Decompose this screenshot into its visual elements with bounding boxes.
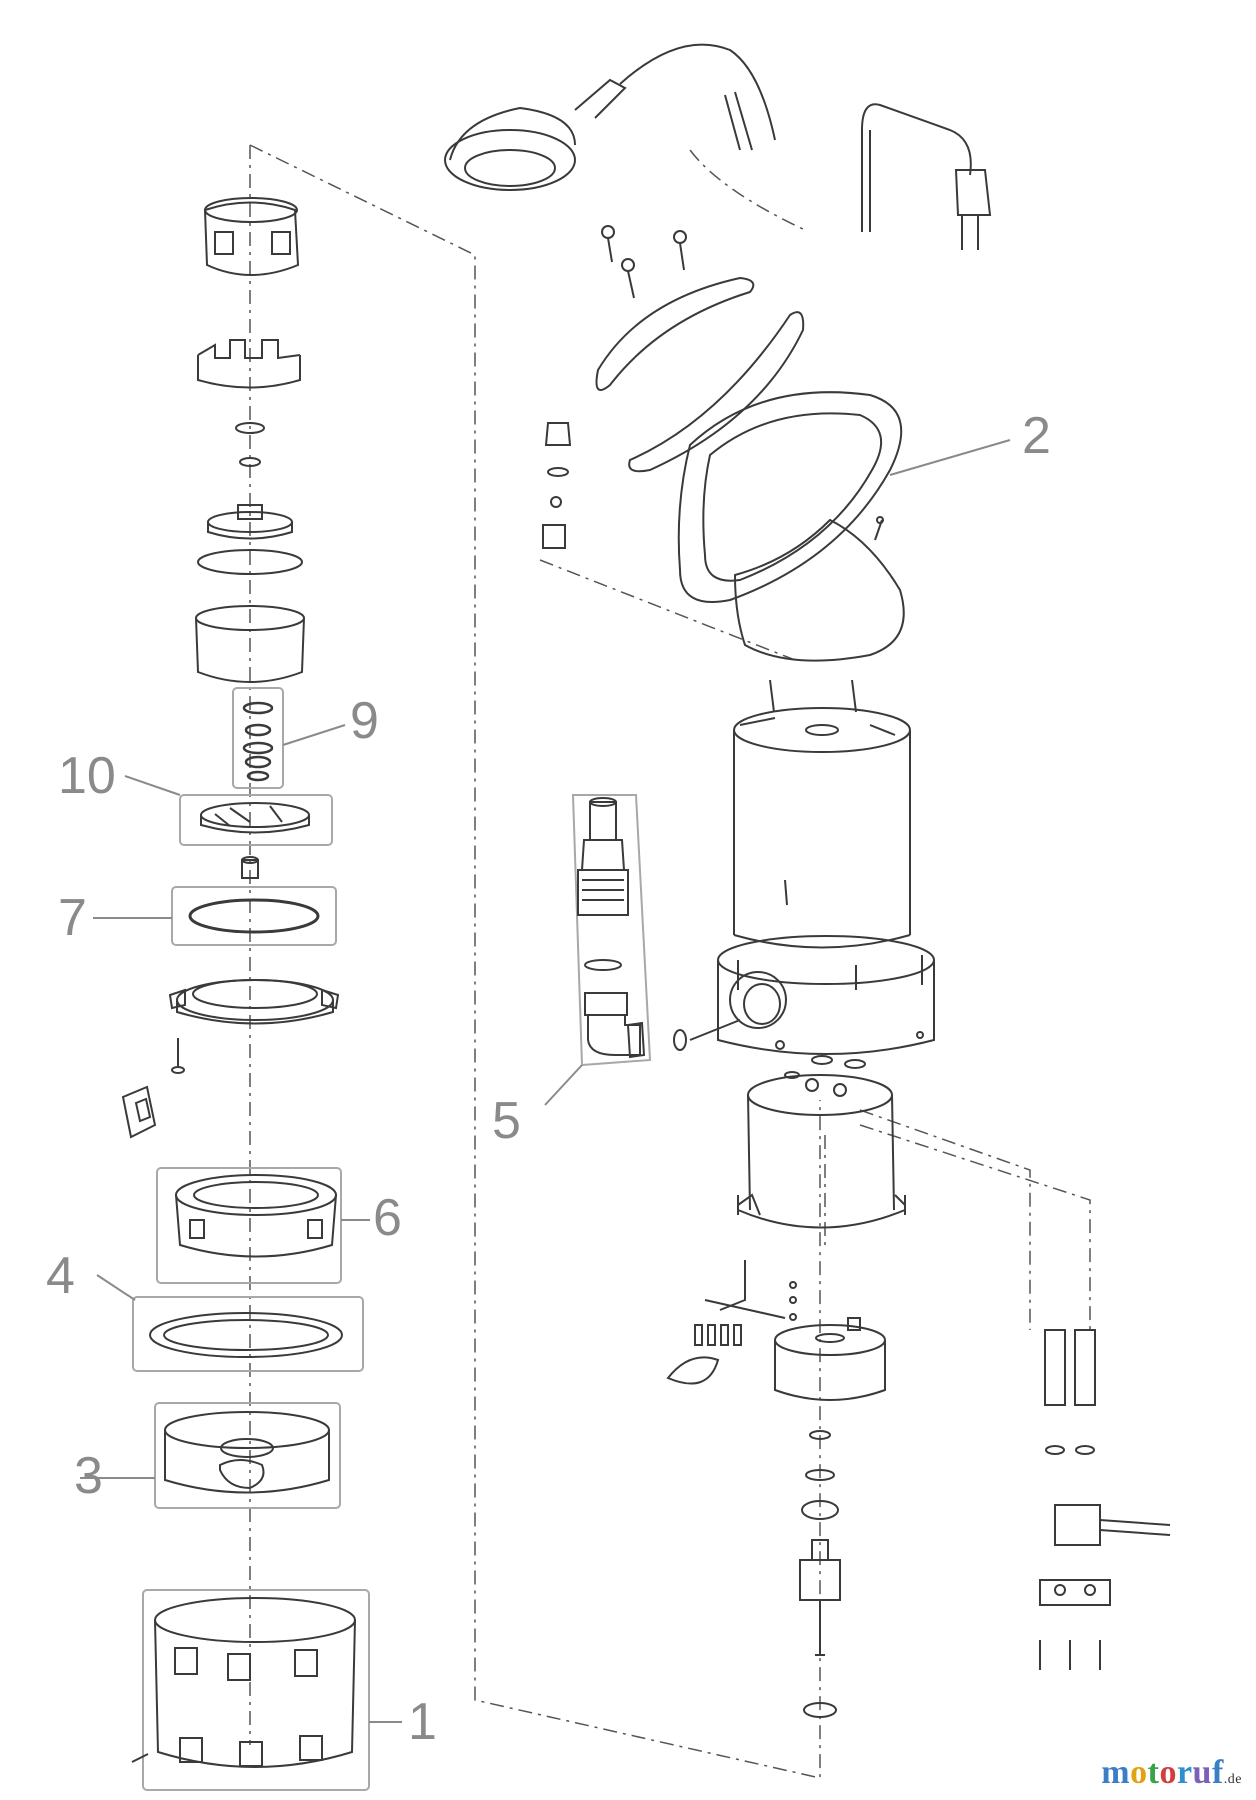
bearing-plate <box>207 504 293 540</box>
callout-6: 6 <box>373 1189 402 1247</box>
callout-3: 3 <box>74 1447 103 1505</box>
callout-7: 7 <box>58 889 87 947</box>
washer-small-2 <box>239 457 261 467</box>
assembly-lines <box>249 144 1091 1779</box>
washer-small-1 <box>235 422 265 434</box>
gasket-ring <box>188 898 320 934</box>
end-shield <box>704 1281 886 1401</box>
bracket-clip <box>121 1085 157 1139</box>
o-ring-large <box>197 549 303 575</box>
housing-ring <box>164 1411 330 1494</box>
callout-5: 5 <box>492 1092 521 1150</box>
cup-housing <box>195 605 305 683</box>
callout-10: 10 <box>58 747 116 805</box>
left-parts-stack <box>121 197 356 1768</box>
valve-parts <box>542 422 572 549</box>
callout-boxes <box>132 687 652 1791</box>
impeller <box>200 802 310 834</box>
leader-lines <box>80 439 1011 1723</box>
callout-9: 9 <box>350 692 379 750</box>
base-ring <box>175 1174 337 1258</box>
crown-piece <box>197 339 301 389</box>
motor-base <box>717 935 935 1055</box>
handle-cover-right <box>628 311 805 473</box>
top-cap <box>203 197 300 276</box>
cable-tie <box>666 1260 746 1385</box>
watermark-tld: .de <box>1223 1772 1242 1787</box>
flat-gasket <box>149 1312 343 1358</box>
rotor-shaft <box>799 1430 841 1718</box>
seal-stack <box>242 701 274 782</box>
capacitor-assembly <box>1039 1329 1171 1670</box>
callout-2: 2 <box>1022 407 1051 465</box>
strainer-basket <box>131 1597 356 1768</box>
screw <box>171 1038 185 1074</box>
float-switch <box>444 43 776 191</box>
stator <box>737 1055 906 1229</box>
motor-housing <box>733 679 923 990</box>
top-screws <box>601 225 687 299</box>
callout-1: 1 <box>408 1693 437 1751</box>
nut <box>241 856 259 879</box>
motoruf-watermark: motoruf.de <box>1101 1754 1242 1791</box>
bayonet-flange <box>168 979 340 1025</box>
outlet-assembly <box>577 797 741 1059</box>
callout-4-label: 4 <box>46 1247 75 1305</box>
handle-cover-left <box>595 276 755 391</box>
power-cord <box>861 103 992 250</box>
top-housing <box>677 391 905 662</box>
